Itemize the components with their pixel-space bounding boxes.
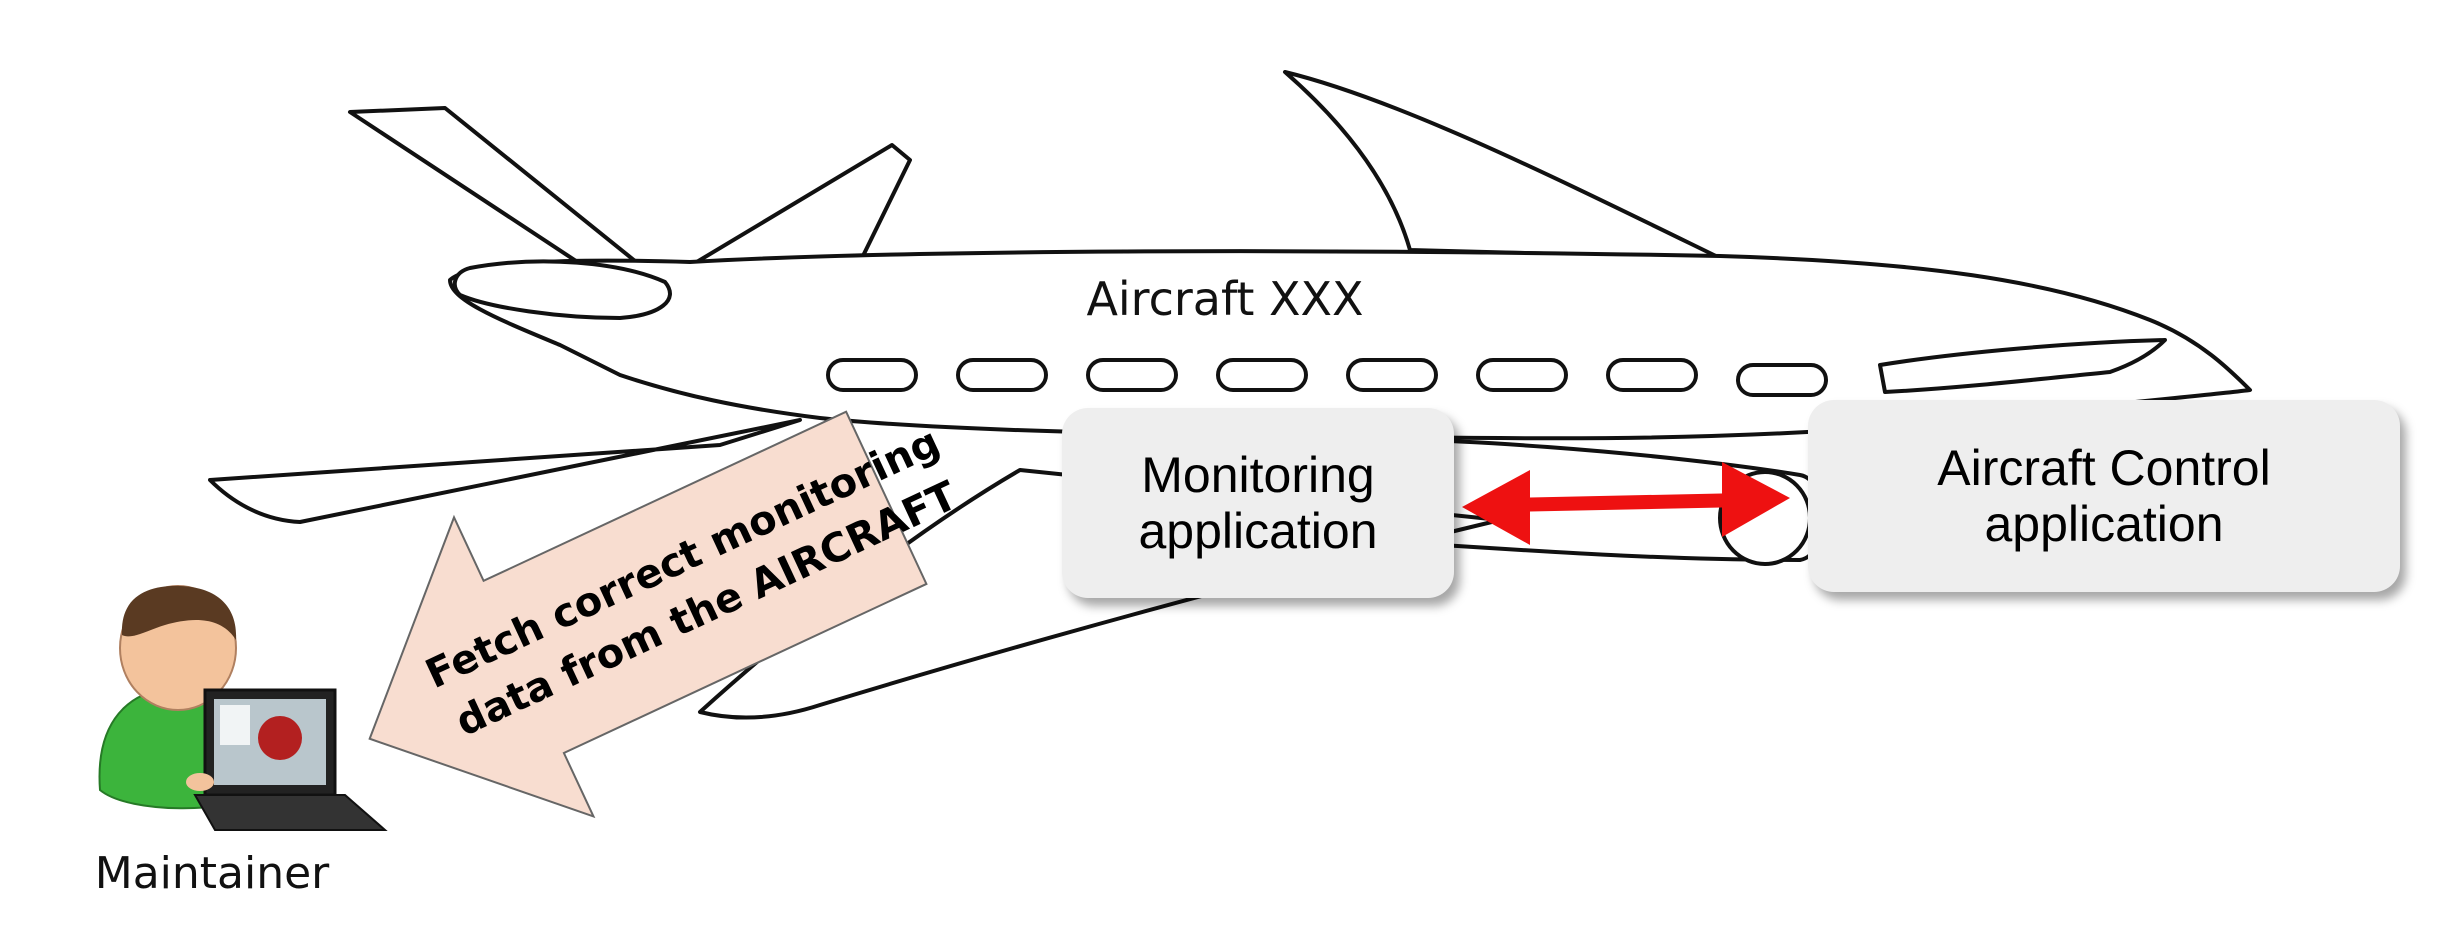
window [1606, 358, 1698, 392]
window [1086, 358, 1178, 392]
monitoring-application-box: Monitoring application [1062, 408, 1454, 598]
maintainer-hand [186, 773, 214, 791]
window [1216, 358, 1308, 392]
aircraft-label: Aircraft XXX [1086, 272, 1363, 326]
cabin-windows [826, 358, 1828, 397]
window [1736, 363, 1828, 397]
aircraft-control-application-box: Aircraft Control application [1808, 400, 2400, 592]
window [1346, 358, 1438, 392]
link-arrow [1462, 462, 1790, 545]
link-arrow-head-left [1462, 470, 1530, 545]
upper-wing [1283, 70, 1722, 260]
laptop-display-graphic [258, 716, 302, 760]
window [1476, 358, 1568, 392]
fetch-arrow-shape [368, 410, 928, 819]
link-arrow-head-right [1722, 462, 1790, 537]
window [956, 358, 1048, 392]
control-box-line1: Aircraft Control [1937, 440, 2271, 496]
maintainer-figure [98, 585, 388, 831]
laptop-display-panel [220, 705, 250, 745]
maintainer-label: Maintainer [95, 848, 330, 899]
monitoring-box-line1: Monitoring [1141, 447, 1375, 503]
cockpit-window [1878, 338, 2167, 394]
window [826, 358, 918, 392]
tail-engine-pod [452, 259, 672, 320]
monitoring-box-line2: application [1138, 503, 1378, 559]
lower-wing [208, 418, 802, 524]
laptop-base [193, 794, 388, 831]
control-box-line2: application [1984, 496, 2224, 552]
maintainer-hair [121, 585, 237, 640]
